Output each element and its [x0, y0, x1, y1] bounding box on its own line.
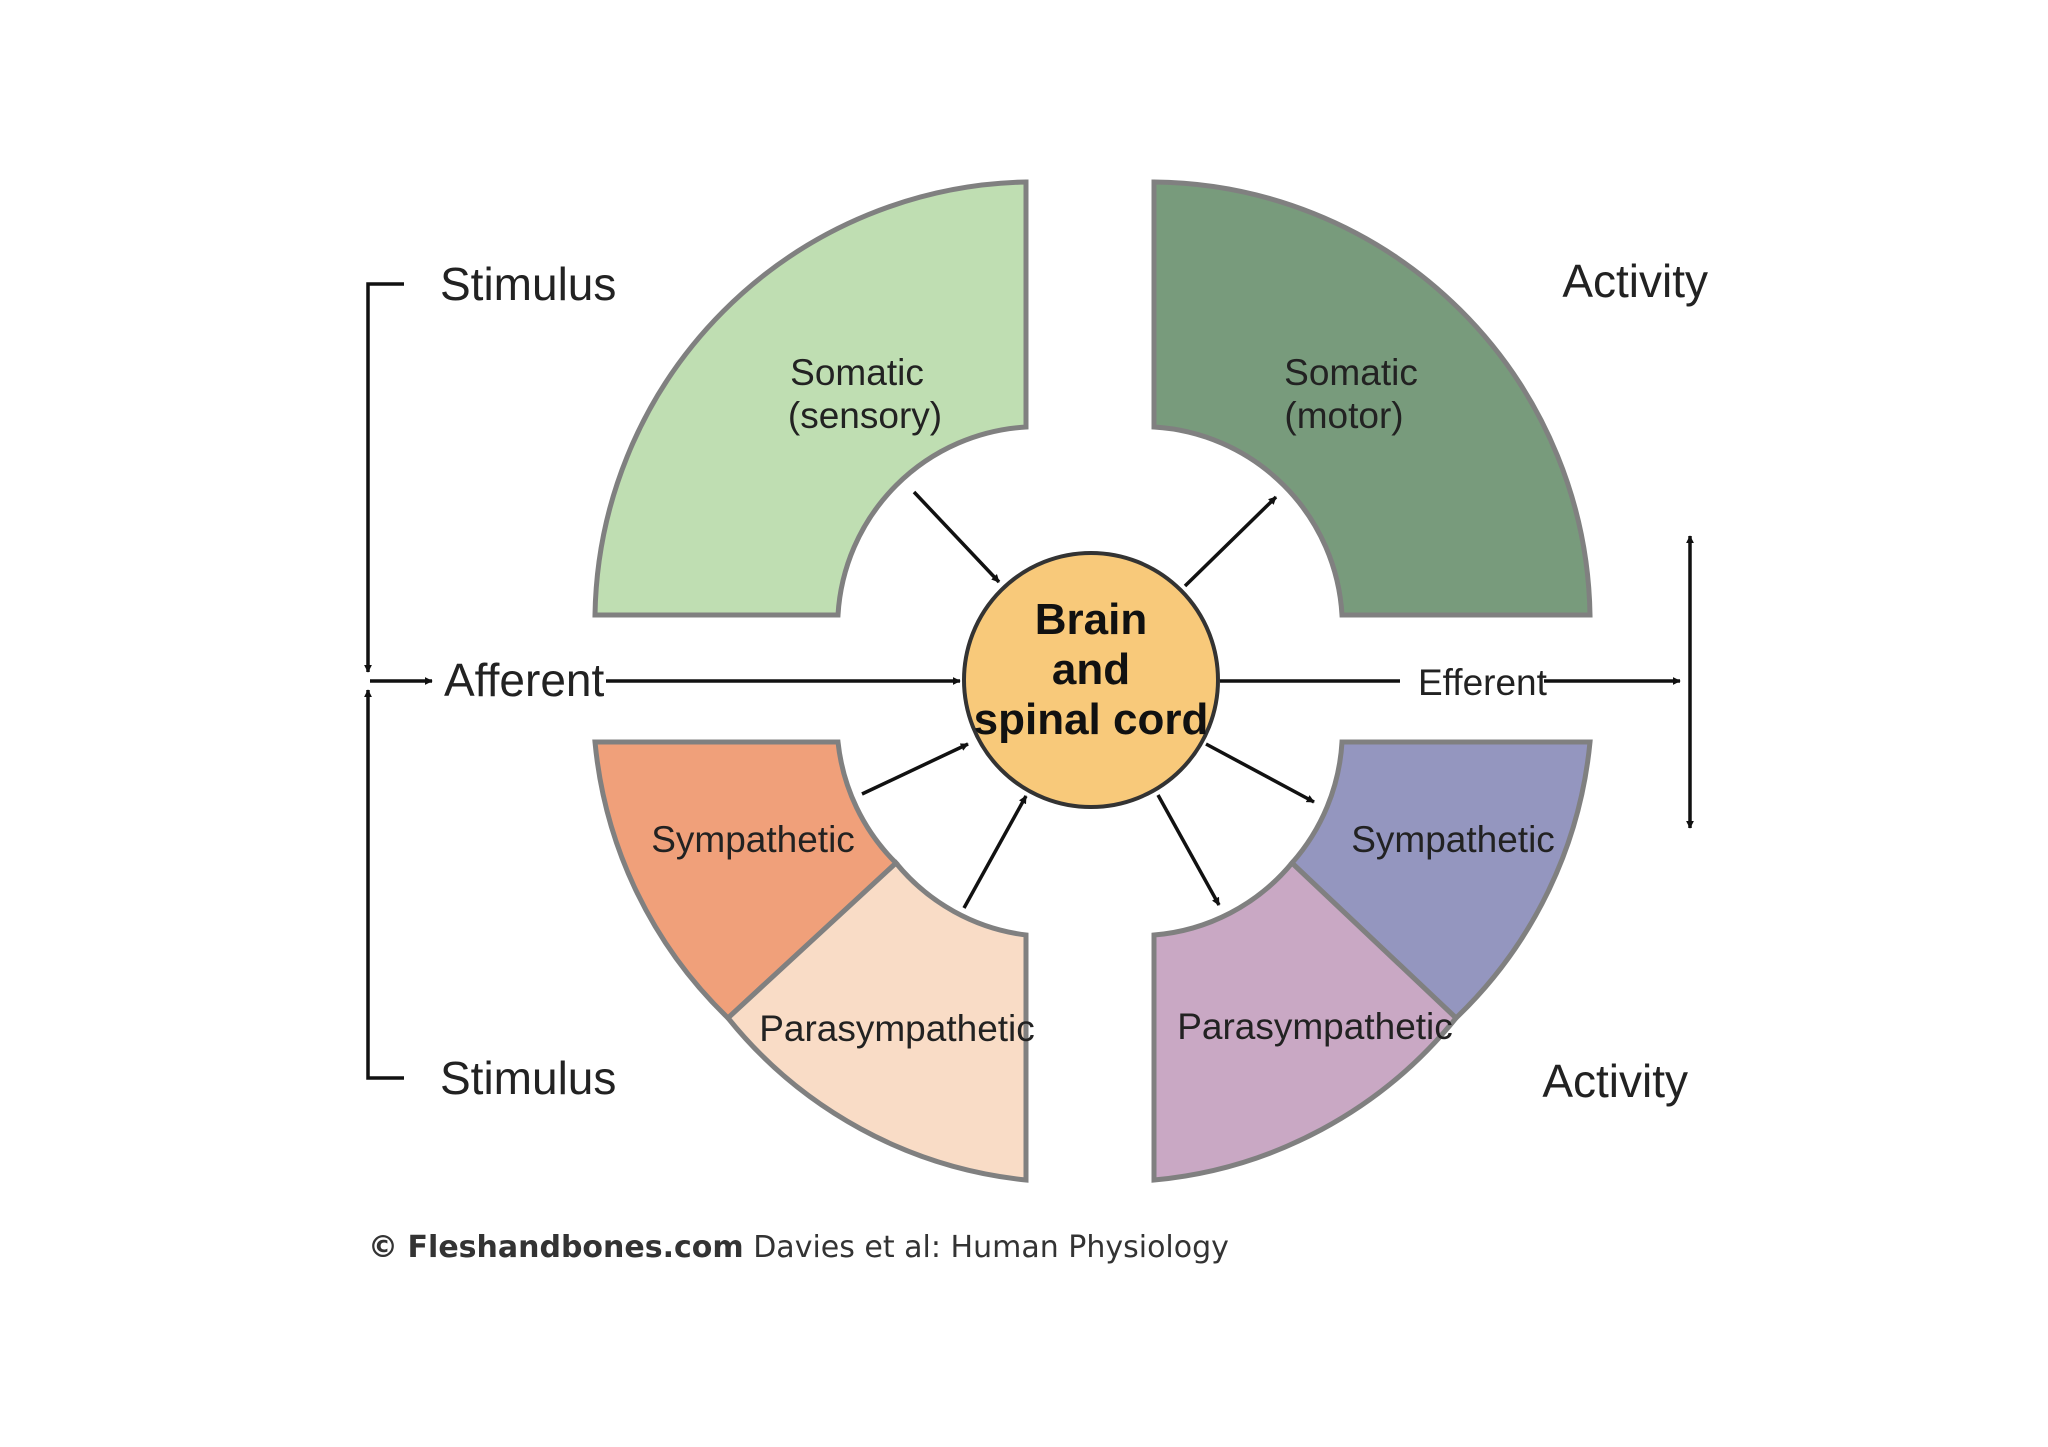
center-label-line3: spinal cord [974, 695, 1209, 744]
efferent-sympathetic-arrow [1205, 742, 1315, 804]
efferent-parasympathetic-segment [1151, 859, 1460, 1183]
efferent-sympathetic-label: Sympathetic [1351, 819, 1555, 860]
copyright-symbol: © [368, 1230, 398, 1265]
efferent-label: Efferent [1418, 662, 1548, 703]
efferent-parasympathetic-label: Parasympathetic [1177, 1006, 1453, 1047]
brain-spinal-cord-circle [962, 551, 1220, 809]
stimulus-bottom-label: Stimulus [440, 1052, 616, 1104]
efferent-sympathetic-segment [1288, 739, 1593, 1022]
efferent-somatic-segment [1151, 179, 1593, 618]
afferent-parasympathetic-arrow [962, 795, 1028, 909]
afferent-sympathetic-arrow [861, 742, 969, 796]
somatic-motor-arrow [1183, 495, 1278, 588]
center-label-line1: Brain [1035, 595, 1147, 644]
afferent-somatic-label-line1: Somatic [790, 352, 924, 393]
efferent-somatic-label-line1: Somatic [1284, 352, 1418, 393]
afferent-parasympathetic-segment [724, 859, 1029, 1183]
afferent-label: Afferent [444, 654, 604, 706]
stimulus-bracket-bottom [364, 689, 404, 1080]
afferent-somatic-segment [592, 179, 1029, 618]
credit-source: Davies et al: Human Physiology [753, 1230, 1229, 1265]
efferent-somatic-label-line2: (motor) [1284, 395, 1403, 436]
afferent-parasympathetic-label: Parasympathetic [759, 1008, 1035, 1049]
activity-top-label: Activity [1562, 255, 1708, 307]
afferent-somatic-label-line2: (sensory) [788, 395, 942, 436]
credit-line: © Fleshandbones.com Davies et al: Human … [368, 1230, 1229, 1265]
center-label-line2: and [1052, 645, 1130, 694]
activity-bottom-label: Activity [1542, 1055, 1688, 1107]
efferent-parasympathetic-arrow [1156, 794, 1221, 906]
somatic-sensory-arrow [912, 490, 1001, 584]
afferent-sympathetic-label: Sympathetic [651, 819, 855, 860]
stimulus-bracket-top [364, 282, 404, 673]
afferent-sympathetic-segment [592, 739, 900, 1022]
stimulus-top-label: Stimulus [440, 258, 616, 310]
credit-site: Fleshandbones.com [408, 1230, 744, 1265]
